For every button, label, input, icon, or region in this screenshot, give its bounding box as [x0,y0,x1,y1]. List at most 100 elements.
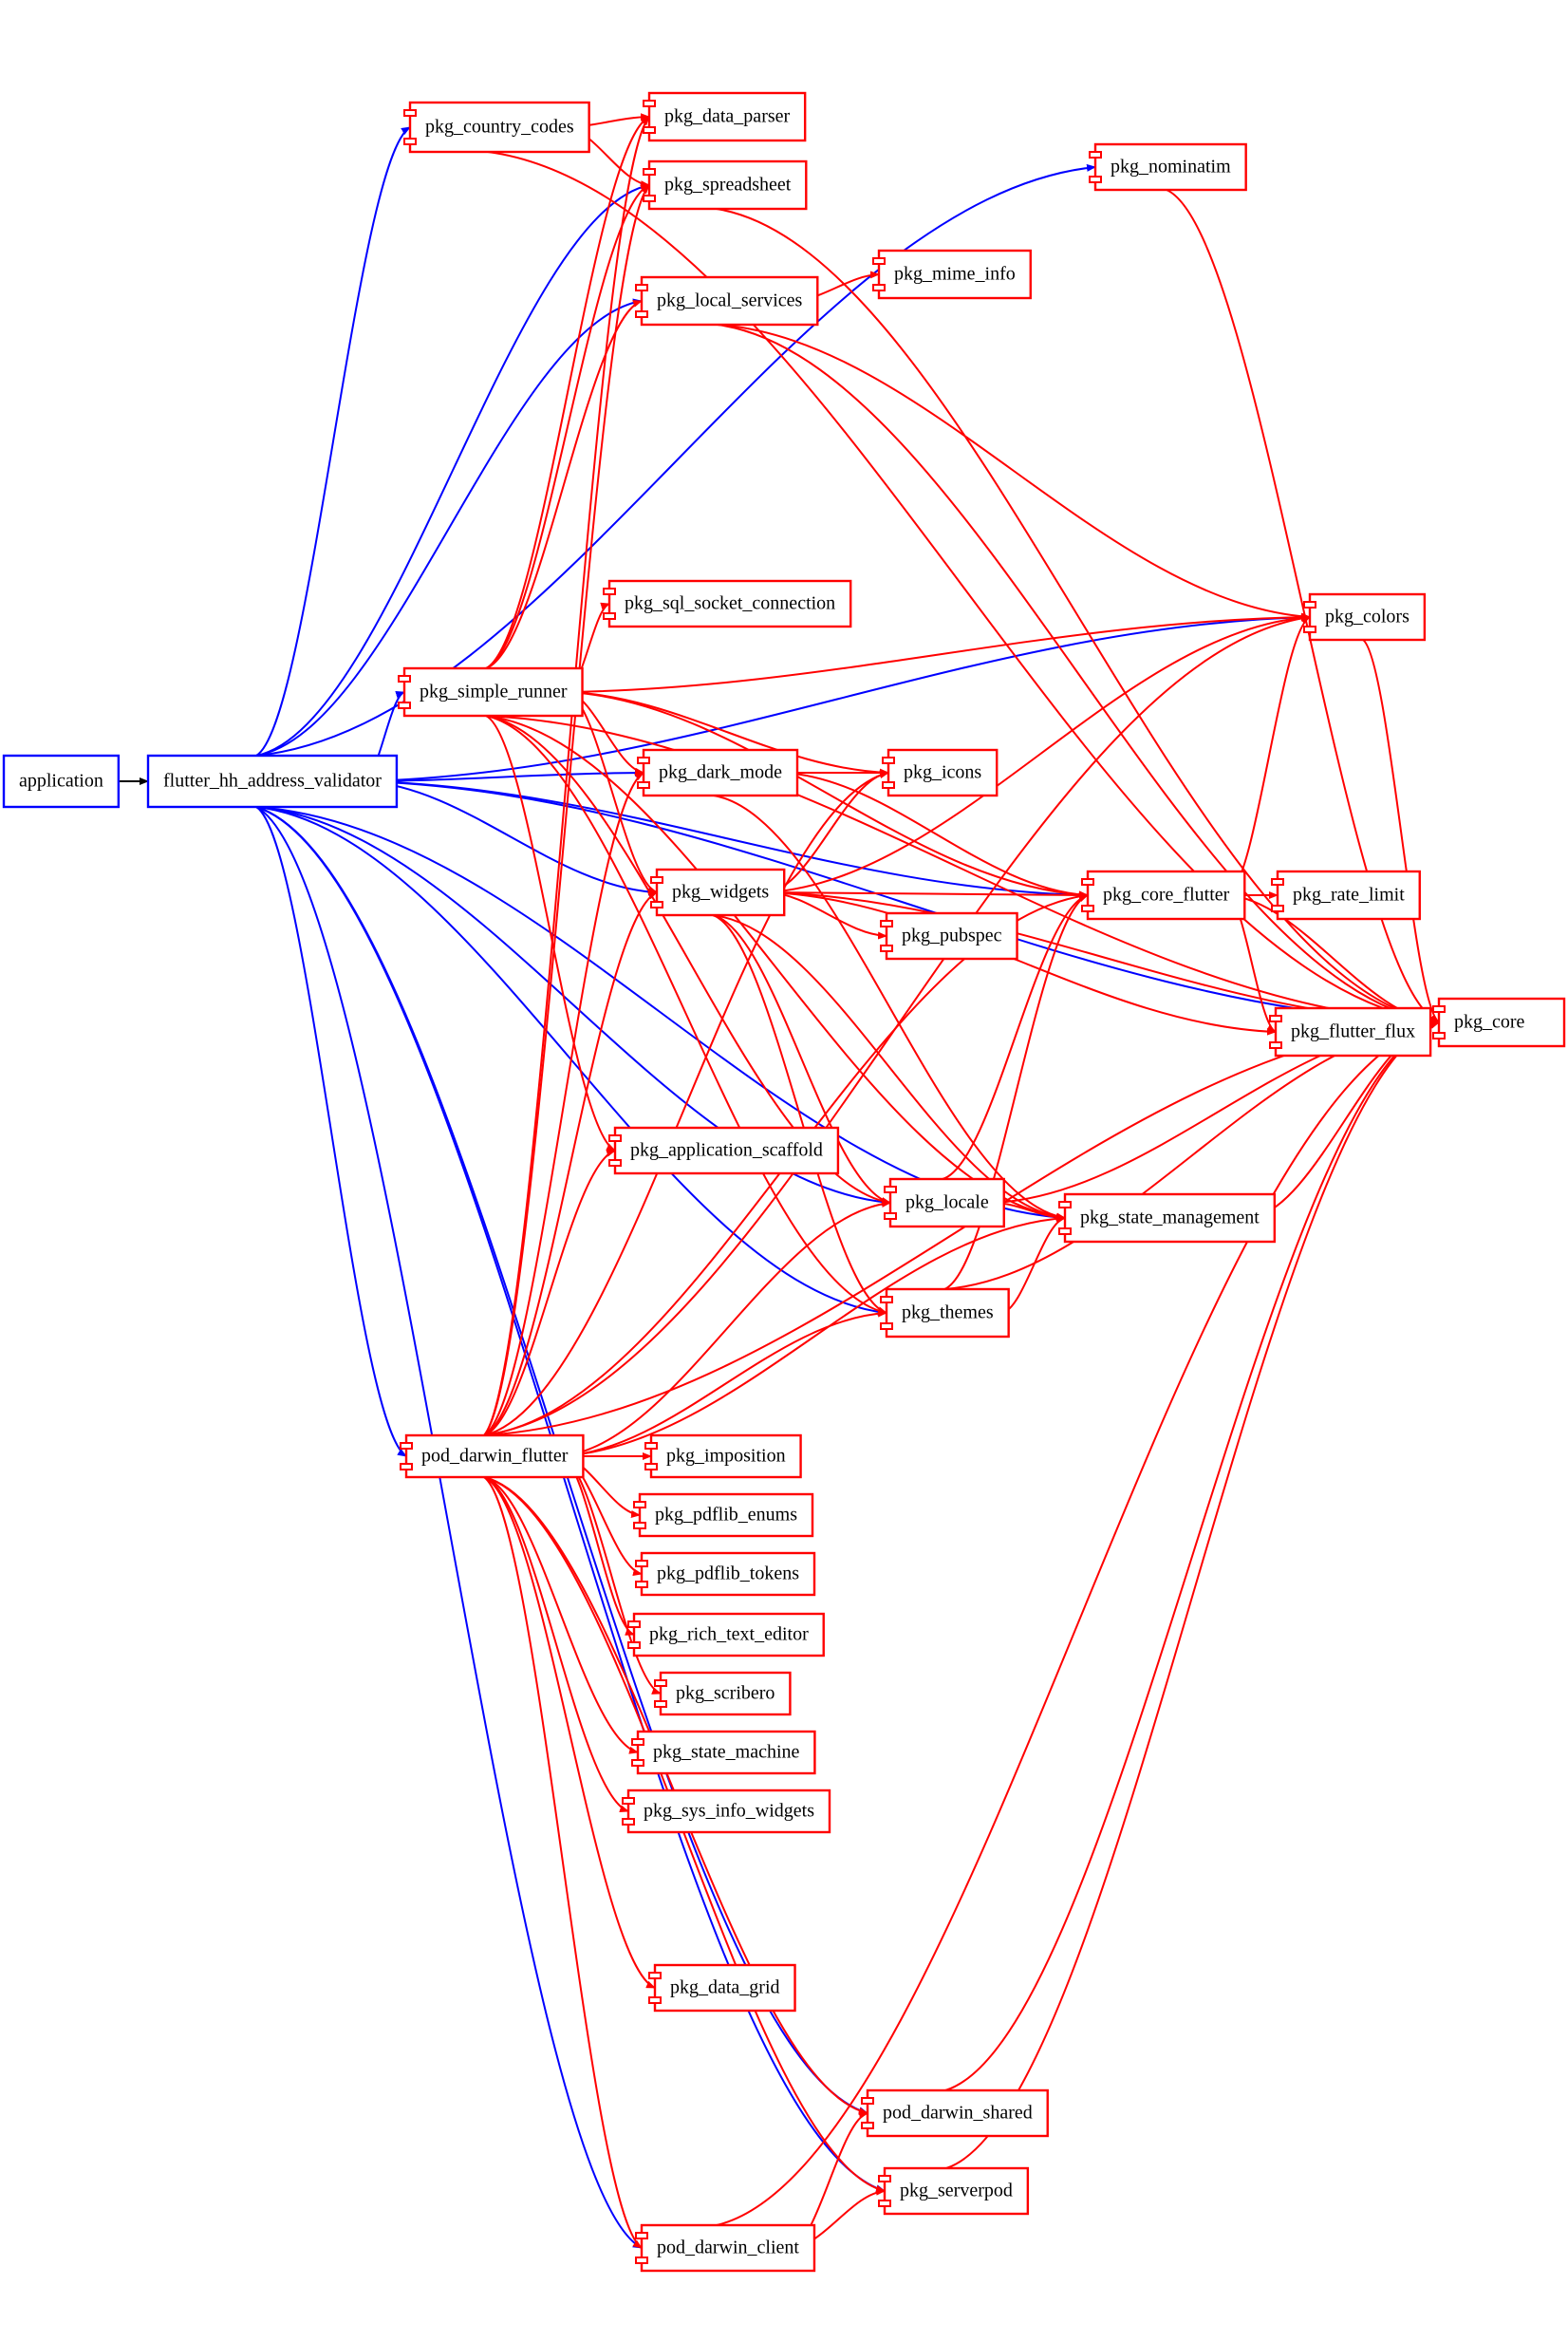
component-port-bottom-icon [635,1581,648,1588]
node-pkg_scribero[interactable]: pkg_scribero [654,1671,792,1716]
node-pkg_pdflib_enums[interactable]: pkg_pdflib_enums [633,1492,814,1538]
node-label: pkg_data_grid [670,1977,780,1998]
node-pkg_local_services[interactable]: pkg_local_services [635,275,819,327]
component-port-bottom-icon [398,702,411,709]
node-label: pkg_mime_info [894,264,1016,285]
edge-pkg_local_services-to-pkg_colors [717,324,1311,621]
edge-pkg_core_flutter-to-pkg_colors [1227,616,1311,896]
node-pkg_icons[interactable]: pkg_icons [882,748,999,797]
component-port-top-icon [635,2232,648,2239]
node-box [636,1730,816,1775]
component-port-top-icon [633,1501,646,1508]
component-port-top-icon [403,109,417,117]
node-box [866,2088,1049,2138]
node-pkg_simple_runner[interactable]: pkg_simple_runner [398,666,584,718]
node-box [2,754,121,809]
component-port-top-icon [608,1134,622,1142]
node-pkg_pubspec[interactable]: pkg_pubspec [880,911,1018,961]
node-pkg_rate_limit[interactable]: pkg_rate_limit [1271,870,1421,921]
component-port-bottom-icon [1269,1041,1282,1049]
node-pkg_sys_info_widgets[interactable]: pkg_sys_info_widgets [622,1789,831,1834]
edge-pod_darwin_flutter-to-pkg_application_scaffold [483,1149,616,1436]
edge-pkg_simple_runner-to-pkg_core [485,715,1440,1026]
edge-pod_darwin_flutter-to-pkg_themes [561,1309,887,1457]
edge-pod_darwin_flutter-to-pkg_locale [561,1200,891,1457]
edge-pkg_widgets-to-pkg_state_management [712,914,1066,1221]
node-pkg_state_machine[interactable]: pkg_state_machine [631,1730,816,1775]
node-label: flutter_hh_address_validator [163,771,382,792]
edge-pod_darwin_flutter-to-pkg_state_machine [483,1476,639,1754]
edge-pod_darwin_flutter-to-pkg_sys_info_widgets [483,1476,629,1812]
node-pkg_data_parser[interactable]: pkg_data_parser [643,91,807,142]
node-pkg_data_grid[interactable]: pkg_data_grid [648,1963,796,2013]
edge-pod_darwin_flutter-to-pkg_core [483,1019,1440,1436]
component-port-bottom-icon [633,1522,646,1529]
node-box [626,1789,831,1834]
node-box [888,1177,1005,1228]
component-port-top-icon [635,284,648,291]
edge-pkg_spreadsheet-to-pkg_core [716,208,1440,1025]
edge-flutter_hh_address_validator-to-pkg_local_services [255,298,643,757]
node-pkg_sql_socket_connection[interactable]: pkg_sql_socket_connection [603,579,852,628]
component-port-top-icon [643,100,656,107]
component-port-bottom-icon [635,2257,648,2264]
node-pkg_rich_text_editor[interactable]: pkg_rich_text_editor [627,1612,825,1657]
node-label: pkg_widgets [672,882,769,903]
node-label: pkg_simple_runner [420,682,568,702]
edge-flutter_hh_address_validator-to-pkg_spreadsheet [255,182,650,757]
component-port-top-icon [637,757,650,764]
node-pkg_colors[interactable]: pkg_colors [1303,592,1427,642]
node-pkg_pdflib_tokens[interactable]: pkg_pdflib_tokens [635,1551,816,1597]
component-port-top-icon [1303,601,1316,609]
component-port-top-icon [622,1797,635,1805]
component-port-top-icon [878,2175,891,2182]
node-pkg_core_flutter[interactable]: pkg_core_flutter [1081,870,1246,921]
node-pkg_dark_mode[interactable]: pkg_dark_mode [637,748,799,797]
node-label: pkg_core_flutter [1103,885,1230,906]
node-pkg_imposition[interactable]: pkg_imposition [644,1433,802,1479]
node-pkg_serverpod[interactable]: pkg_serverpod [878,2166,1030,2216]
node-label: application [19,771,103,792]
edge-flutter_hh_address_validator-to-pkg_colors [364,613,1311,782]
node-pkg_core[interactable]: pkg_core [1432,997,1566,1048]
edge-flutter_hh_address_validator-to-pkg_core_flutter [364,780,1089,899]
node-pkg_application_scaffold[interactable]: pkg_application_scaffold [608,1126,840,1175]
node-box [877,249,1032,300]
node-box [640,1551,816,1597]
node-label: pkg_colors [1325,607,1409,627]
edge-pkg_colors-to-pkg_core [1362,639,1440,1023]
node-pkg_spreadsheet[interactable]: pkg_spreadsheet [643,159,808,211]
node-pkg_mime_info[interactable]: pkg_mime_info [872,249,1032,300]
component-port-bottom-icon [882,781,895,789]
node-application[interactable]: application [2,754,121,809]
node-box [613,1126,840,1175]
component-port-bottom-icon [643,126,656,134]
node-pkg_locale[interactable]: pkg_locale [884,1177,1005,1228]
node-pkg_state_management[interactable]: pkg_state_management [1058,1192,1277,1244]
node-pkg_widgets[interactable]: pkg_widgets [650,868,786,917]
component-port-top-icon [1271,878,1284,886]
node-pkg_country_codes[interactable]: pkg_country_codes [403,101,590,154]
node-pkg_flutter_flux[interactable]: pkg_flutter_flux [1269,1006,1432,1058]
edge-flutter_hh_address_validator-to-pkg_serverpod [255,806,886,2193]
node-box [1276,870,1421,921]
edge-pkg_widgets-to-pkg_flutter_flux [768,891,1277,1036]
edge-flutter_hh_address_validator-to-pod_darwin_client [255,806,643,2249]
node-flutter_hh_address_validator[interactable]: flutter_hh_address_validator [146,754,399,809]
node-pkg_themes[interactable]: pkg_themes [880,1287,1010,1339]
node-label: pkg_scribero [676,1683,775,1704]
node-label: pkg_icons [904,762,981,783]
node-pod_darwin_shared[interactable]: pod_darwin_shared [861,2088,1049,2138]
node-pod_darwin_client[interactable]: pod_darwin_client [635,2223,816,2273]
node-pod_darwin_flutter[interactable]: pod_darwin_flutter [400,1433,585,1479]
edge-pkg_simple_runner-to-pkg_colors [567,613,1311,693]
node-box [655,868,786,917]
node-label: pkg_dark_mode [659,762,782,783]
component-port-top-icon [884,1186,897,1193]
node-box [642,748,799,797]
edge-pod_darwin_flutter-to-pod_darwin_client [483,1476,643,2249]
edge-pkg_simple_runner-to-pkg_icons [567,691,889,777]
node-label: pkg_rate_limit [1293,885,1405,906]
node-box [653,1963,796,2013]
node-pkg_nominatim[interactable]: pkg_nominatim [1089,142,1247,192]
